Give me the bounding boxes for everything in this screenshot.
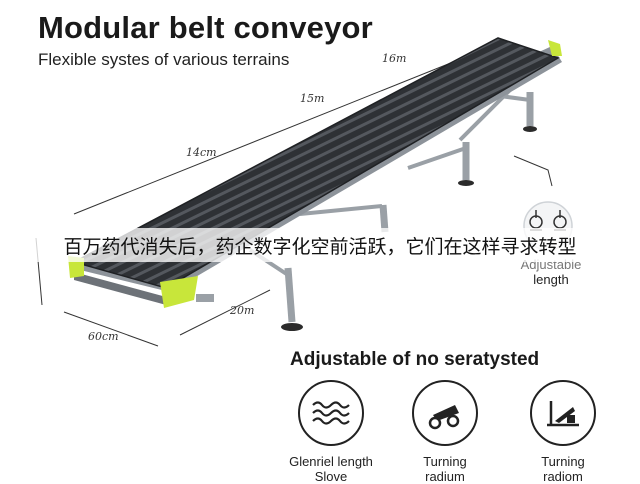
feature-label-line2: radium <box>425 469 465 484</box>
belt-end-cap-side <box>160 276 198 308</box>
caption-text: 百万药代消失后，药企数字化空前活跃，它们在这样寻求转型 <box>63 235 577 258</box>
ramp-icon <box>547 401 579 427</box>
page-subtitle: Flexible systes of various terrains <box>38 50 290 69</box>
dim-label-top-mid: 15m <box>300 92 325 105</box>
adjustable-label-line2: length <box>533 272 569 287</box>
leg-feet <box>196 126 537 331</box>
belt-end-cap-far <box>548 40 562 56</box>
conveyor-frame-underside <box>74 272 170 306</box>
feature-label-line1: Glenriel length <box>289 454 373 469</box>
adjust-pointer-line <box>513 155 553 187</box>
feature-item-turning-radiom: Turning radiom <box>498 380 628 484</box>
page-title: Modular belt conveyor <box>38 10 373 45</box>
feature-icon-circle <box>412 380 478 446</box>
feature-icon-circle <box>298 380 364 446</box>
dim-label-left-side: 14cm <box>186 146 217 159</box>
feature-label-line2: radiom <box>543 469 583 484</box>
feature-item-slope: Glenriel length Slove <box>266 380 396 484</box>
conveyor-belt <box>71 37 560 289</box>
feature-label-line2: Slove <box>314 469 348 484</box>
dim-line-bottom-width <box>63 311 159 347</box>
cart-icon <box>428 405 460 430</box>
dimension-lines <box>35 43 553 347</box>
dim-label-top-right: 16m <box>382 52 407 65</box>
dim-line-top <box>73 43 499 215</box>
feature-label-line1: Turning <box>541 454 585 469</box>
feature-icon-circle <box>530 380 596 446</box>
dim-label-bottom-width: 60cm <box>88 330 119 343</box>
features-heading: Adjustable of no seratysted <box>290 349 540 370</box>
dim-line-bottom-length <box>179 289 271 336</box>
wave-icon <box>312 401 350 425</box>
feature-label-line1: Turning <box>423 454 467 469</box>
caption-overlay: 百万药代消失后，药企数字化空前活跃，它们在这样寻求转型 <box>0 228 640 262</box>
dim-label-bottom-length: 20m <box>230 304 255 317</box>
feature-item-turning-radium: Turning radium <box>380 380 510 484</box>
